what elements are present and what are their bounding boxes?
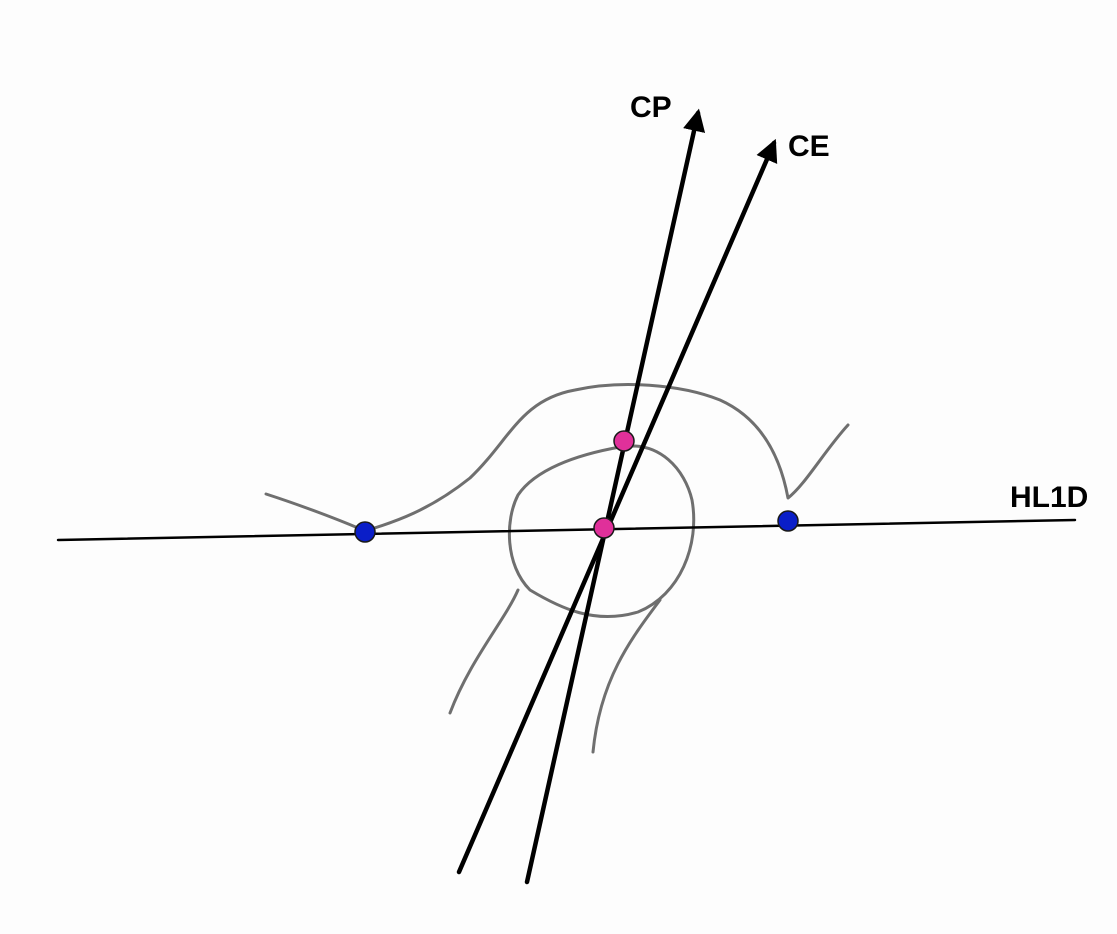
cp-line: [524, 108, 706, 885]
magenta-landmark-head-center: [593, 517, 615, 539]
cp-label: CP: [630, 91, 672, 124]
femoral-head-outline: [507, 444, 696, 619]
hl1d-label: HL1D: [1010, 481, 1088, 514]
hl1d-line: [56, 518, 1077, 542]
femoral-neck-right: [591, 598, 662, 754]
blue-landmark-right: [777, 510, 799, 532]
femoral-neck-left: [448, 588, 520, 715]
ce-line: [456, 138, 778, 875]
blue-landmark-left: [354, 521, 376, 543]
landmark-points: [354, 430, 799, 543]
ce-label: CE: [788, 130, 830, 163]
magenta-landmark-acetabular-edge: [613, 430, 635, 452]
